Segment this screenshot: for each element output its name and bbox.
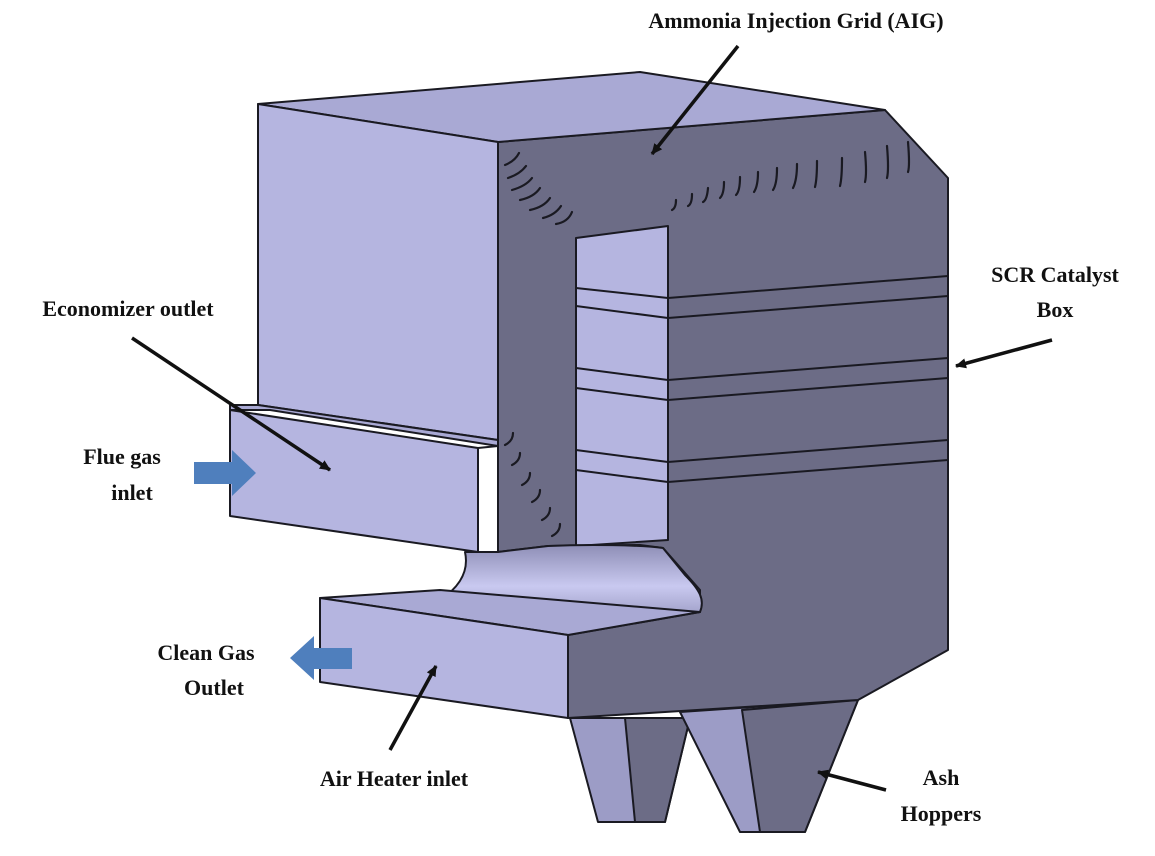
economizer-pointer (131, 336, 331, 472)
label-clean-line1: Clean Gas (157, 640, 255, 665)
reactor-body (229, 71, 949, 833)
ash-hopper-left-shade (624, 717, 691, 823)
aig-pointer (650, 44, 740, 156)
label-ash-line1: Ash (923, 765, 960, 790)
ammonia-injection-nozzles (503, 140, 911, 538)
clean-gas-outlet-arrow-icon (290, 636, 352, 680)
label-scr-line1: SCR Catalyst (991, 262, 1119, 287)
aig-duct-left-face (257, 103, 499, 441)
flue-gas-inlet-arrow-icon (194, 450, 256, 496)
ash-pointer (817, 769, 887, 792)
air-heater-pointer (388, 665, 438, 751)
label-ash-line2: Hoppers (901, 801, 982, 826)
label-clean-line2: Outlet (184, 675, 245, 700)
label-flue-line2: inlet (111, 480, 153, 505)
label-air-heater: Air Heater inlet (320, 766, 469, 791)
catalyst-layers (575, 275, 949, 483)
label-scr-line2: Box (1037, 297, 1074, 322)
label-flue-line1: Flue gas (83, 444, 161, 469)
catalyst-inner-face (575, 225, 669, 547)
label-economizer: Economizer outlet (42, 296, 214, 321)
scr-pointer (955, 338, 1053, 369)
ash-hopper-right-shade (741, 699, 859, 833)
callout-arrows (131, 44, 1053, 792)
label-aig: Ammonia Injection Grid (AIG) (648, 8, 943, 33)
